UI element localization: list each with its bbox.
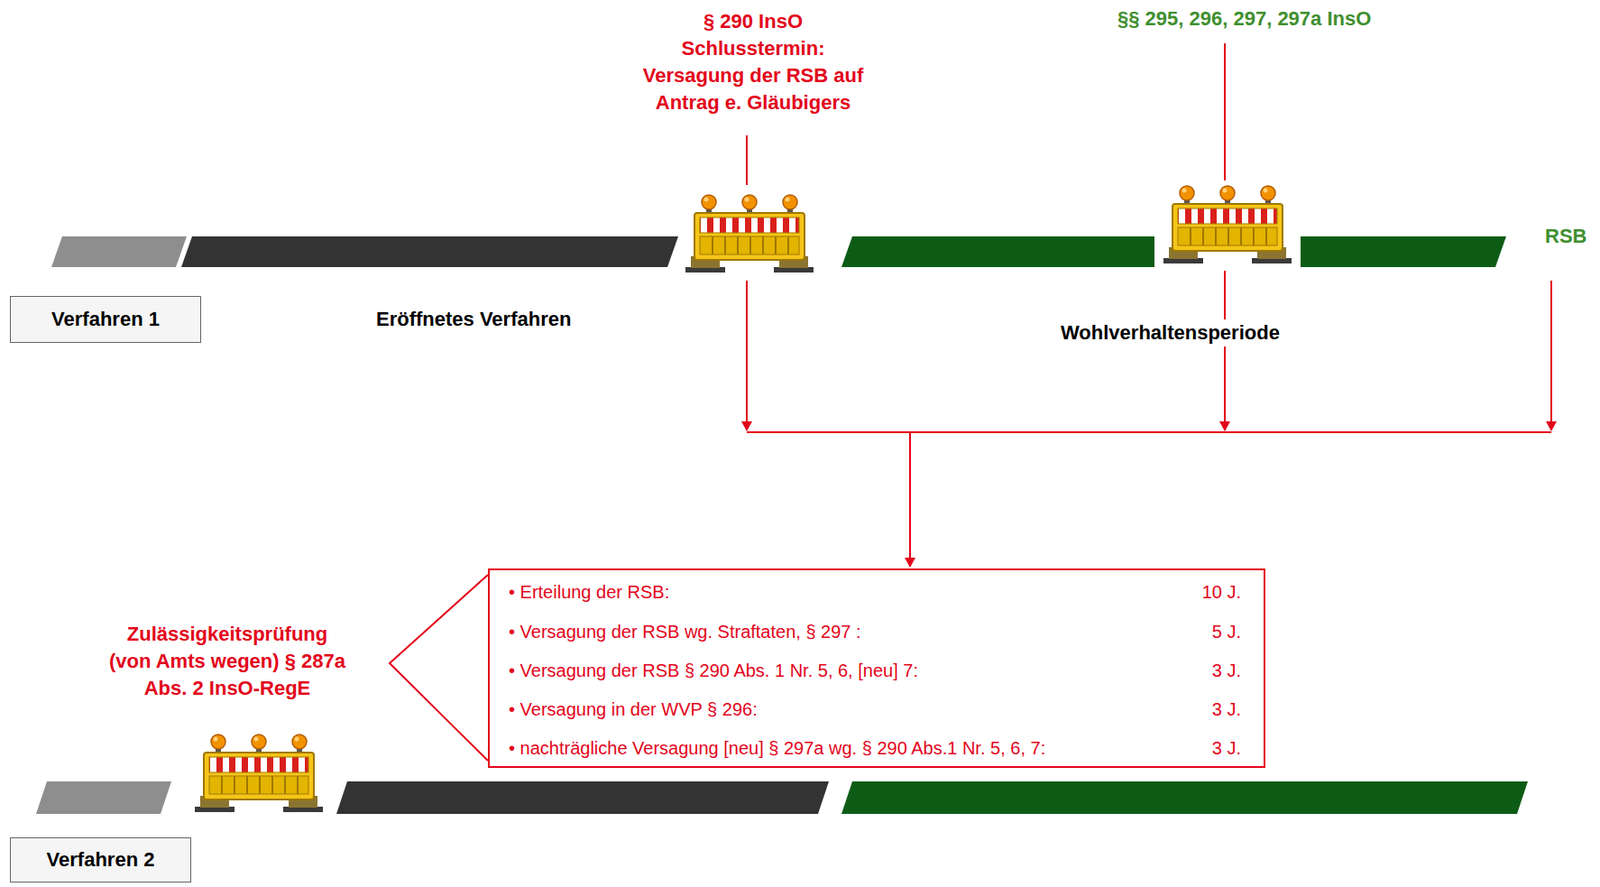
timeline-bars bbox=[841, 781, 1528, 814]
red-arrows bbox=[909, 432, 911, 567]
rule-text: • Versagung der RSB wg. Straftaten, § 29… bbox=[508, 619, 862, 644]
procedure-box: Verfahren 1 bbox=[9, 295, 202, 343]
rule-text: • nachträgliche Versagung [neu] § 297a w… bbox=[508, 735, 1046, 760]
red-arrows bbox=[1223, 270, 1226, 431]
timeline-bars bbox=[36, 236, 1528, 814]
red-arrows bbox=[746, 431, 1552, 433]
timeline-bars bbox=[336, 781, 829, 814]
stage-note: §§ 295, 296, 297, 297a InsO bbox=[1114, 5, 1374, 33]
red-arrows bbox=[389, 574, 488, 761]
procedure-name: Verfahren 2 bbox=[46, 847, 156, 872]
duration-value: 3 J. bbox=[1212, 697, 1242, 721]
barrier-symbol bbox=[685, 194, 814, 273]
rule-list-box: • Erteilung der RSB: 10 J. • Versagung der… bbox=[487, 568, 1266, 768]
barrier-patch bbox=[1154, 180, 1301, 269]
red-arrows bbox=[1223, 43, 1226, 181]
rule-text: • Versagung in der WVP § 296: bbox=[508, 697, 758, 721]
barrier-symbol bbox=[194, 734, 323, 812]
red-arrows bbox=[745, 280, 748, 431]
duration-value: 5 J. bbox=[1212, 619, 1242, 644]
procedure-name: Verfahren 1 bbox=[51, 307, 160, 332]
duration-value: 3 J. bbox=[1212, 735, 1242, 760]
rule-text: • Versagung der RSB § 290 Abs. 1 Nr. 5, … bbox=[508, 658, 919, 682]
callout-note: Zulässigkeitsprüfung (von Amts wegen) § … bbox=[104, 620, 350, 702]
rule-text: • Erteilung der RSB: bbox=[508, 579, 670, 604]
procedure-box: Verfahren 2 bbox=[9, 836, 192, 883]
duration-value: 10 J. bbox=[1202, 579, 1242, 604]
phase-label: Wohlverhaltensperiode bbox=[1057, 319, 1283, 347]
timeline-bars bbox=[51, 236, 187, 267]
red-arrows bbox=[1550, 280, 1553, 431]
end-label: RSB bbox=[1542, 222, 1590, 250]
phase-label: Eröffnetes Verfahren bbox=[373, 305, 574, 333]
timeline-bars bbox=[36, 781, 172, 814]
barrier-symbol bbox=[1163, 185, 1292, 264]
stage-note: § 290 InsO Schlusstermin: Versagung der … bbox=[638, 8, 868, 117]
timeline-bars bbox=[181, 236, 679, 267]
duration-value: 3 J. bbox=[1212, 658, 1242, 682]
red-arrows bbox=[745, 135, 748, 185]
